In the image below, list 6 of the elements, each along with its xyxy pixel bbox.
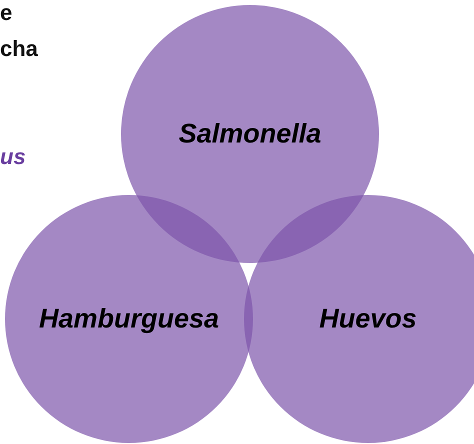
- cut-off-text: e: [0, 0, 12, 26]
- cut-off-text: us: [0, 144, 26, 170]
- circle-label: Salmonella: [178, 118, 322, 150]
- cut-off-text: cha: [0, 36, 38, 62]
- circle-label: Hamburguesa: [38, 304, 220, 334]
- circle-label: Huevos: [319, 304, 417, 334]
